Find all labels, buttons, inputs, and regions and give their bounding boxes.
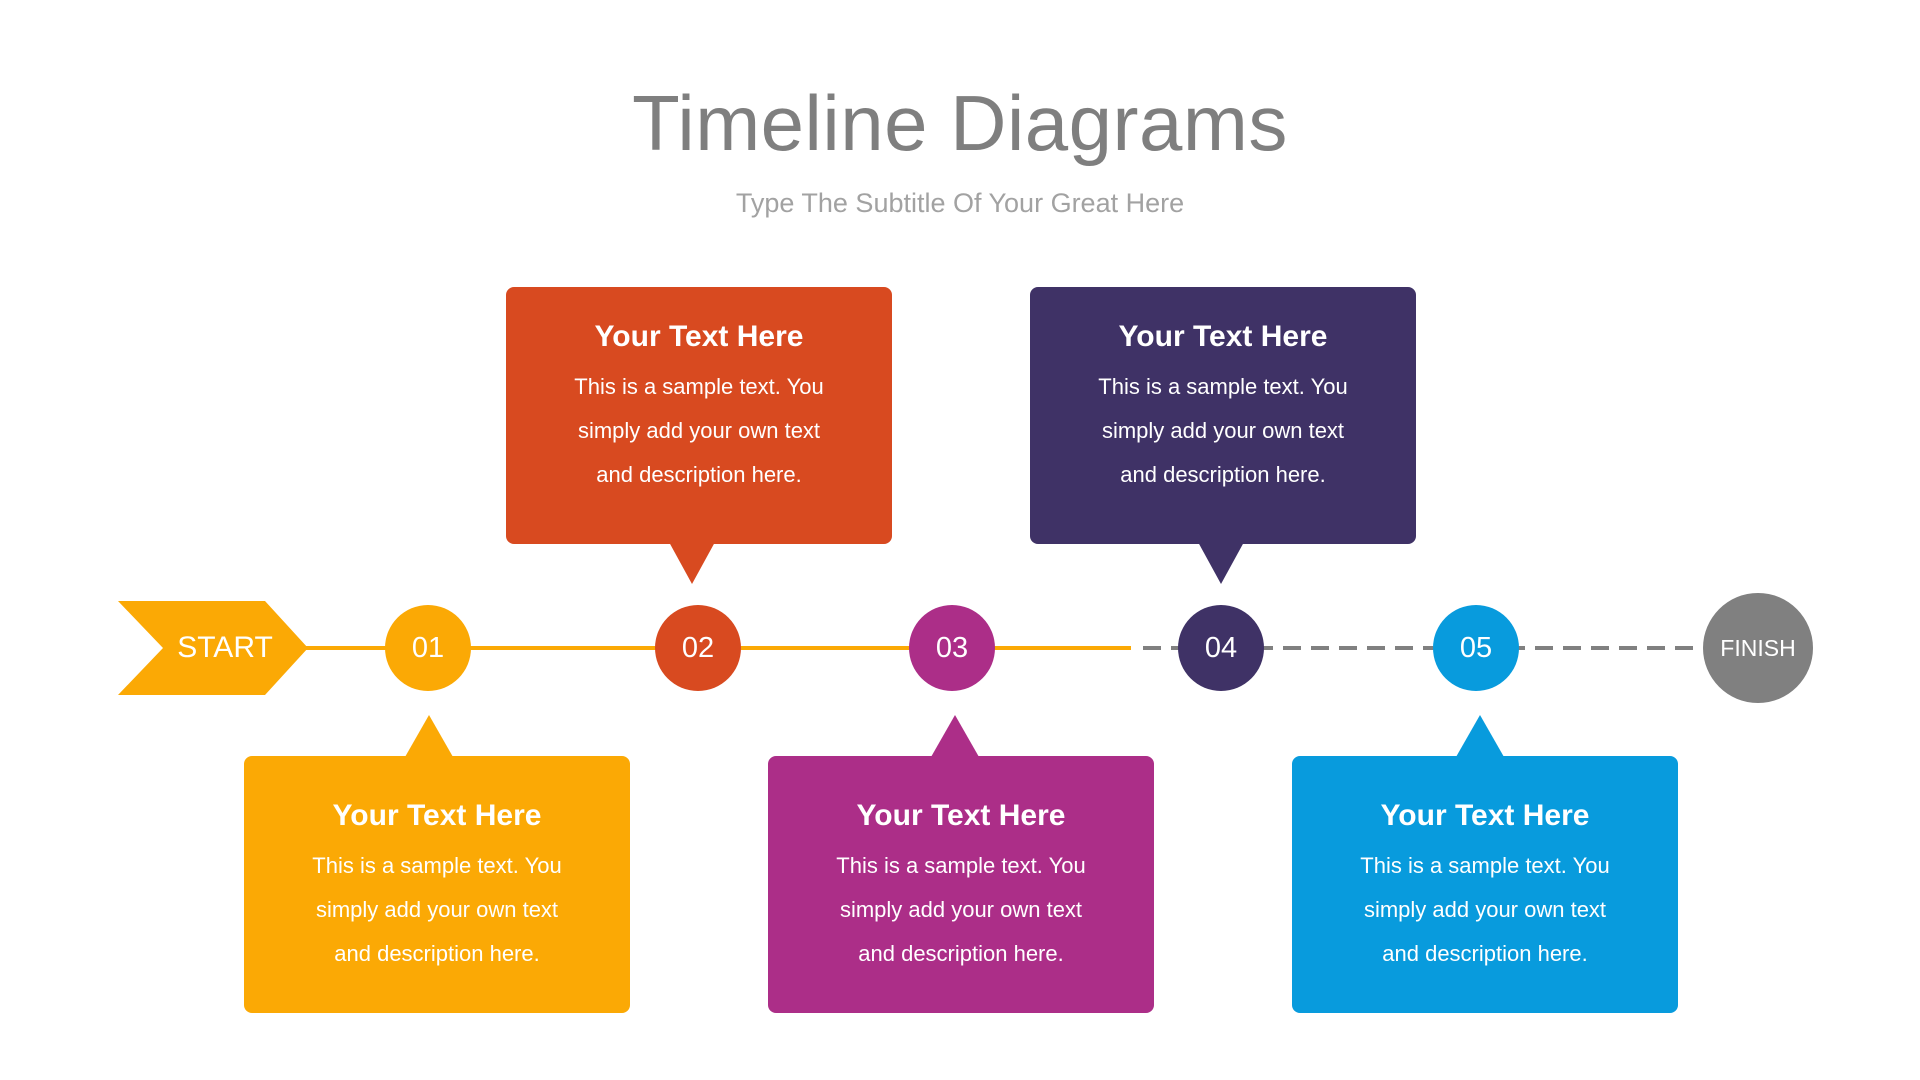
callout-05: Your Text Here This is a sample text. Yo… bbox=[1292, 756, 1678, 1013]
callout-01-pointer bbox=[405, 715, 453, 757]
step-node-05: 05 bbox=[1433, 605, 1519, 691]
callout-05-pointer bbox=[1456, 715, 1504, 757]
page-title: Timeline Diagrams bbox=[632, 79, 1288, 167]
step-number: 02 bbox=[681, 631, 715, 664]
callout-line: This is a sample text. You bbox=[1098, 374, 1348, 399]
callout-line: This is a sample text. You bbox=[1360, 853, 1610, 878]
callout-line: This is a sample text. You bbox=[312, 853, 562, 878]
callout-02-pointer bbox=[669, 542, 715, 584]
page-subtitle: Type The Subtitle Of Your Great Here bbox=[735, 188, 1185, 218]
callout-02: Your Text Here This is a sample text. Yo… bbox=[506, 287, 892, 544]
callout-heading: Your Text Here bbox=[856, 799, 1066, 832]
callout-line: and description here. bbox=[596, 462, 802, 487]
callout-heading: Your Text Here bbox=[332, 799, 542, 832]
callout-03: Your Text Here This is a sample text. Yo… bbox=[768, 756, 1154, 1013]
callout-04-pointer bbox=[1198, 542, 1244, 584]
callout-line: simply add your own text bbox=[577, 418, 821, 443]
callout-body: This is a sample text. You simply add yo… bbox=[244, 844, 630, 976]
step-number: 03 bbox=[935, 631, 969, 664]
callout-line: and description here. bbox=[858, 941, 1064, 966]
step-number: 01 bbox=[411, 631, 445, 664]
callout-heading: Your Text Here bbox=[1118, 320, 1328, 353]
callout-line: and description here. bbox=[334, 941, 540, 966]
callout-04: Your Text Here This is a sample text. Yo… bbox=[1030, 287, 1416, 544]
callout-body: This is a sample text. You simply add yo… bbox=[1292, 844, 1678, 976]
callout-line: and description here. bbox=[1120, 462, 1326, 487]
callout-line: simply add your own text bbox=[1363, 897, 1607, 922]
callout-body: This is a sample text. You simply add yo… bbox=[768, 844, 1154, 976]
callout-03-pointer bbox=[931, 715, 979, 757]
step-node-04: 04 bbox=[1178, 605, 1264, 691]
callout-heading: Your Text Here bbox=[594, 320, 804, 353]
finish-node: FINISH bbox=[1703, 593, 1813, 703]
callout-line: simply add your own text bbox=[839, 897, 1083, 922]
callout-01: Your Text Here This is a sample text. Yo… bbox=[244, 756, 630, 1013]
callout-heading: Your Text Here bbox=[1380, 799, 1590, 832]
step-node-02: 02 bbox=[655, 605, 741, 691]
start-label: START bbox=[177, 631, 273, 664]
finish-label: FINISH bbox=[1720, 634, 1796, 661]
callout-body: This is a sample text. You simply add yo… bbox=[506, 365, 892, 497]
start-chevron-shape bbox=[118, 601, 308, 695]
callout-line: simply add your own text bbox=[315, 897, 559, 922]
callout-line: This is a sample text. You bbox=[836, 853, 1086, 878]
callout-line: This is a sample text. You bbox=[574, 374, 824, 399]
step-number: 04 bbox=[1204, 631, 1238, 664]
step-node-01: 01 bbox=[385, 605, 471, 691]
step-number: 05 bbox=[1459, 631, 1493, 664]
callout-body: This is a sample text. You simply add yo… bbox=[1030, 365, 1416, 497]
callout-line: simply add your own text bbox=[1101, 418, 1345, 443]
step-node-03: 03 bbox=[909, 605, 995, 691]
callout-line: and description here. bbox=[1382, 941, 1588, 966]
